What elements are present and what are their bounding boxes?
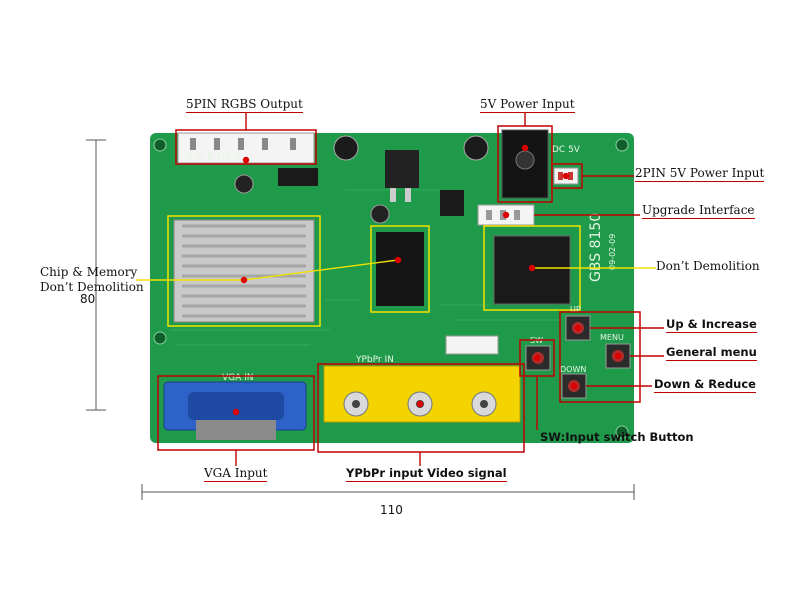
capacitors bbox=[234, 135, 489, 224]
small-connector bbox=[445, 335, 499, 355]
label-sw-input: SW:Input switch Button bbox=[540, 430, 694, 444]
date-silkscreen: 09-02-09 bbox=[608, 234, 617, 270]
vga-shell bbox=[188, 392, 284, 420]
vga-metal bbox=[196, 420, 276, 440]
memory-chip bbox=[376, 232, 424, 306]
dc5v-silkscreen: DC 5V bbox=[552, 145, 581, 155]
ic-chip bbox=[440, 190, 464, 216]
label-2pin-power: 2PIN 5V Power Input bbox=[635, 166, 765, 182]
voltage-regulator-tab bbox=[390, 188, 396, 202]
mount-hole-icon bbox=[153, 331, 167, 345]
mount-hole-icon bbox=[615, 425, 629, 439]
label-up-increase: Up & Increase bbox=[666, 317, 757, 333]
voltage-regulator bbox=[385, 150, 419, 188]
dimension-width: 110 bbox=[380, 503, 403, 517]
label-ypbpr-input: YPbPr input Video signal bbox=[346, 466, 507, 482]
voltage-regulator-tab bbox=[405, 188, 411, 202]
yellow-pointers bbox=[136, 259, 656, 281]
label-down-reduce: Down & Reduce bbox=[654, 377, 756, 393]
label-chip-memory-1: Chip & Memory bbox=[40, 265, 138, 279]
mount-hole-icon bbox=[153, 138, 167, 152]
heatsink-highlight bbox=[167, 215, 321, 327]
heatsink-fins bbox=[182, 224, 306, 318]
label-general-menu: General menu bbox=[666, 345, 757, 361]
label-rgbs-output: 5PIN RGBS Output bbox=[186, 97, 303, 113]
pointer-dots bbox=[232, 144, 622, 416]
dimension-height: 80 bbox=[80, 292, 96, 306]
label-dont-demolition: Don’t Demolition bbox=[656, 259, 760, 273]
gbs-silkscreen: GBS 8150 bbox=[588, 213, 604, 282]
rgbs-pins bbox=[190, 138, 296, 150]
mount-hole-icon bbox=[615, 138, 629, 152]
ypbpr-silkscreen: YPbPr IN bbox=[355, 355, 394, 365]
label-vga-input: VGA Input bbox=[204, 466, 268, 482]
dc-jack-hole bbox=[515, 150, 535, 170]
down-silkscreen: DOWN bbox=[560, 365, 586, 374]
pin-icon bbox=[568, 172, 573, 180]
vga-silkscreen: VGA IN bbox=[222, 373, 254, 383]
trace-pattern bbox=[170, 189, 560, 346]
memory-highlight bbox=[370, 225, 430, 313]
label-chip-memory-2: Don’t Demolition bbox=[40, 280, 144, 294]
pin-icon bbox=[558, 172, 563, 180]
ic-chip bbox=[278, 168, 318, 186]
rgbs-silkscreen: R G B HS S bbox=[186, 152, 241, 163]
callout-leaders bbox=[235, 113, 664, 466]
label-5v-power: 5V Power Input bbox=[480, 97, 575, 113]
dimension-lines bbox=[86, 139, 635, 500]
label-upgrade: Upgrade Interface bbox=[642, 203, 755, 219]
up-silkscreen: UP bbox=[570, 305, 581, 314]
menu-silkscreen: MENU bbox=[600, 333, 624, 342]
